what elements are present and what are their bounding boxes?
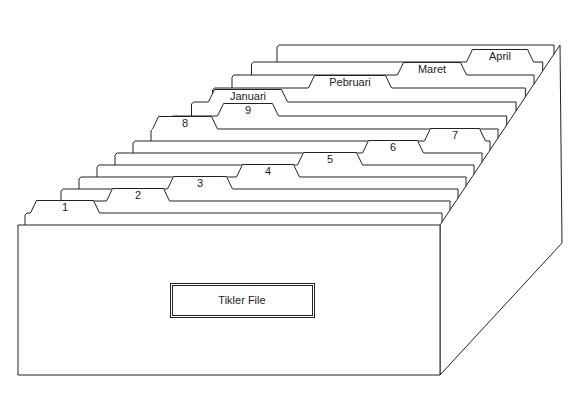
- tab-label: Januari: [208, 89, 288, 102]
- tab-border: [237, 165, 300, 178]
- tab-label: 1: [30, 200, 100, 213]
- tab-fill: [208, 90, 288, 104]
- tab-fill: [30, 201, 100, 215]
- tab-border: [363, 141, 424, 154]
- tab-fill: [362, 141, 424, 155]
- tab-fill: [297, 153, 363, 167]
- divider-tab: 3: [167, 176, 233, 190]
- divider-tab: 7: [424, 128, 486, 142]
- tab-fill: [236, 165, 300, 179]
- tab-label: 8: [152, 116, 218, 129]
- divider-tab: 1: [30, 200, 100, 214]
- tab-label: 6: [362, 140, 424, 153]
- tab-label: 3: [167, 176, 233, 189]
- tab-border: [31, 201, 100, 214]
- tab-fill: [466, 50, 534, 64]
- tab-border: [209, 90, 288, 103]
- tab-label: 2: [106, 188, 170, 201]
- divider-tab: 4: [236, 164, 300, 178]
- tab-label: Pebruari: [308, 75, 392, 88]
- tab-fill: [152, 117, 218, 131]
- tab-label: April: [466, 49, 534, 62]
- tab-fill: [167, 177, 233, 191]
- tab-border: [168, 177, 233, 190]
- box-side: [440, 45, 562, 375]
- tab-border: [107, 189, 170, 202]
- divider-tab: 2: [106, 188, 170, 202]
- tab-fill: [397, 63, 467, 77]
- box-front: [18, 225, 440, 375]
- tab-border: [298, 153, 363, 166]
- tab-label: 7: [424, 128, 486, 141]
- file-label: Tikler File: [170, 283, 315, 318]
- tab-label: 9: [217, 103, 279, 116]
- tab-border: [467, 50, 534, 63]
- divider-tab: April: [466, 49, 534, 63]
- divider-tab: 8: [152, 116, 218, 130]
- divider-tab: 5: [297, 152, 363, 166]
- file-title: Tikler File: [218, 294, 265, 306]
- tab-label: 5: [297, 152, 363, 165]
- tab-label: 4: [236, 164, 300, 177]
- tab-border: [218, 104, 279, 117]
- divider-tab: Maret: [397, 62, 467, 76]
- tab-border: [425, 129, 486, 142]
- divider-tab: Januari: [208, 89, 288, 103]
- tab-border: [309, 76, 392, 89]
- tab-fill: [308, 76, 392, 90]
- tab-border: [398, 63, 467, 76]
- divider-tab: 9: [217, 103, 279, 117]
- divider-tab: Pebruari: [308, 75, 392, 89]
- tab-fill: [106, 189, 170, 203]
- tab-fill: [217, 104, 279, 118]
- tab-border: [153, 117, 218, 130]
- tab-label: Maret: [397, 62, 467, 75]
- divider-tab: 6: [362, 140, 424, 154]
- tab-fill: [424, 129, 486, 143]
